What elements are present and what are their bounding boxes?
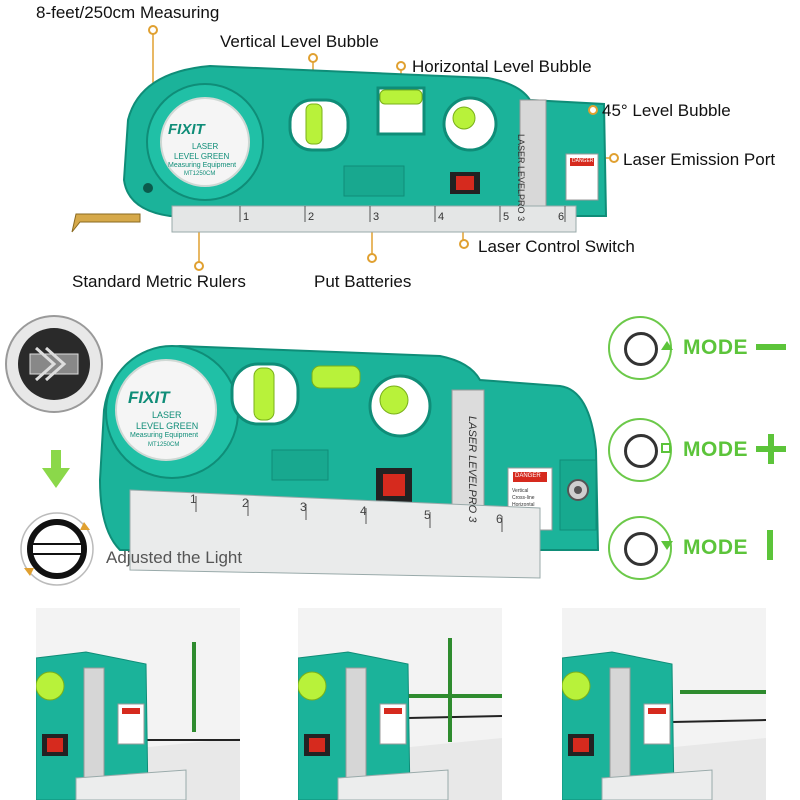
side-label-middle: LASER LEVELPRO 3 [466, 416, 478, 523]
brand-logo-top: FIXIT [168, 121, 205, 138]
ruler-number: 6 [558, 211, 565, 223]
warning-title-middle: DANGER [515, 473, 541, 479]
panel-scene [298, 638, 502, 800]
ruler-number: 2 [242, 496, 249, 510]
square-indicator-icon [661, 443, 671, 453]
ruler-number: 3 [300, 500, 307, 514]
adjust-knob-closeup [5, 315, 103, 413]
demo-panel-vertical [36, 608, 240, 800]
callout-laser-port: Laser Emission Port [623, 150, 776, 169]
warning-title-top: DANGER [572, 158, 594, 164]
callout-vertical-bubble: Vertical Level Bubble [220, 32, 379, 51]
mode-vertical-label: MODE [683, 536, 748, 559]
device-line1-middle: LASER [152, 410, 182, 420]
callout-batteries: Put Batteries [314, 272, 412, 291]
callout-horizontal-bubble: Horizontal Level Bubble [412, 57, 592, 76]
arrow-down-icon [42, 450, 70, 488]
top-device-illustration [71, 25, 619, 271]
minus-icon [756, 344, 786, 350]
demo-panel-cross [298, 608, 502, 800]
ruler-number: 3 [373, 211, 380, 223]
mode-minus-dial [608, 316, 672, 380]
ruler-number: 1 [190, 492, 197, 506]
adjust-light-label: Adjusted the Light [106, 548, 243, 567]
panel-scene [36, 642, 240, 800]
side-label-top: LASER LEVELPRO 3 [516, 134, 526, 222]
ruler-number: 2 [308, 211, 315, 223]
demo-panel-horizontal [562, 608, 766, 800]
middle-device-illustration [98, 344, 600, 579]
warning-lines-middle: Vertical Cross-line Horizontal [512, 488, 535, 508]
vertical-line-icon [767, 530, 773, 560]
arrow-up-icon [661, 341, 673, 350]
ruler-number: 5 [424, 508, 431, 522]
mode-plus-dial [608, 418, 672, 482]
device-model-middle: MT1250CM [148, 442, 180, 448]
ruler-number: 4 [438, 211, 445, 223]
arrow-down-small-icon [661, 541, 673, 550]
mode-vertical-dial [608, 516, 672, 580]
plus-icon [756, 434, 786, 464]
callout-45-bubble: 45° Level Bubble [602, 101, 731, 120]
device-line3-top: Measuring Equipment [168, 162, 237, 169]
rotate-adjust-icon [20, 512, 94, 586]
callout-control-switch: Laser Control Switch [478, 237, 635, 256]
device-line1-top: LASER [192, 142, 219, 151]
panel-scene [562, 651, 766, 800]
device-model-top: MT1250CM [184, 171, 216, 177]
ruler-number: 6 [496, 512, 503, 526]
callout-metric-rulers: Standard Metric Rulers [72, 272, 246, 291]
callout-measuring: 8-feet/250cm Measuring [36, 3, 220, 22]
ruler-number: 1 [243, 211, 250, 223]
mode-minus-label: MODE [683, 336, 748, 359]
ruler-number: 4 [360, 504, 367, 518]
ruler-number: 5 [503, 211, 510, 223]
device-line2-middle: LEVEL GREEN [136, 421, 199, 431]
brand-logo-middle: FIXIT [128, 388, 170, 407]
mode-plus-label: MODE [683, 438, 748, 461]
device-line3-middle: Measuring Equipment [130, 432, 199, 439]
device-line2-top: LEVEL GREEN [174, 152, 230, 161]
